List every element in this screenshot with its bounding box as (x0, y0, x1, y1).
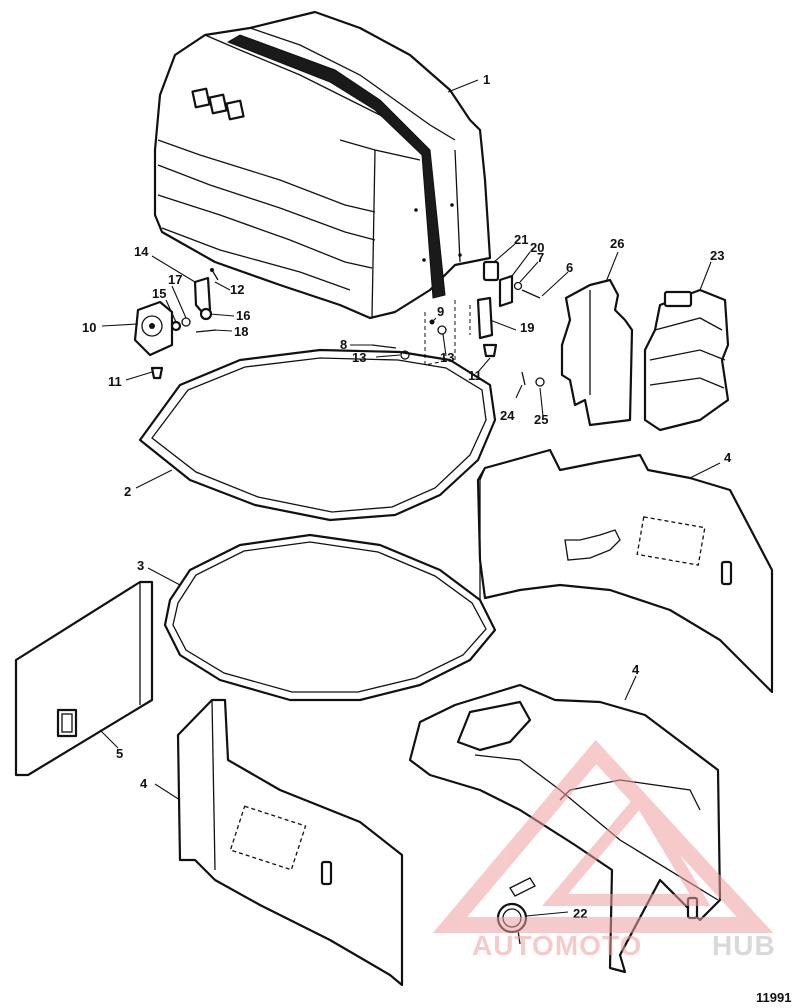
callout-4-lower-left: 4 (140, 776, 148, 791)
seal-part-2 (138, 348, 497, 522)
callout-13-left: 13 (352, 350, 366, 365)
latch-part-10 (133, 300, 174, 357)
sound-liner-part-4-lower-left (176, 698, 404, 987)
callout-19: 19 (520, 320, 534, 335)
sound-liner-part-4-upper (476, 448, 774, 694)
figure-number: 11991 (756, 990, 791, 1005)
callout-25: 25 (534, 412, 548, 427)
watermark-logo: AUTOMOTO HUB (432, 739, 776, 961)
callout-14: 14 (134, 244, 149, 259)
sound-liner-part-5 (14, 580, 154, 777)
watermark-triangle-icon (432, 739, 774, 933)
callout-4-upper: 4 (724, 450, 732, 465)
callout-20: 20 (530, 240, 544, 255)
seal-part-3 (163, 533, 497, 702)
callout-labels: 1 2 3 4 4 4 5 6 7 8 9 10 11 11 12 13 13 … (82, 72, 732, 921)
callout-26: 26 (610, 236, 624, 251)
callout-11-right: 11 (468, 368, 482, 383)
callout-6: 6 (566, 260, 573, 275)
watermark-text-automoto: AUTOMOTO (472, 930, 642, 961)
callout-7: 7 (537, 250, 544, 265)
callout-17: 17 (168, 272, 182, 287)
bracket-part-23 (643, 288, 730, 432)
callout-13-right: 13 (440, 350, 454, 365)
watermark-text-hub: HUB (712, 930, 776, 961)
callout-15: 15 (152, 286, 166, 301)
callout-18: 18 (234, 324, 248, 339)
watermark-inner-icon (542, 789, 711, 906)
callout-2: 2 (124, 484, 131, 499)
callout-12: 12 (230, 282, 244, 297)
callout-8: 8 (340, 337, 347, 352)
callout-3: 3 (137, 558, 144, 573)
plate-part-26 (560, 278, 634, 427)
callout-23: 23 (710, 248, 724, 263)
callout-24: 24 (500, 408, 515, 423)
callout-1: 1 (483, 72, 490, 87)
callout-9: 9 (437, 304, 444, 319)
callout-21: 21 (514, 232, 528, 247)
leader-lines (99, 79, 721, 917)
callout-4-lower-right: 4 (632, 662, 640, 677)
top-cowl-part-1 (153, 10, 492, 320)
callout-11-left: 11 (108, 374, 122, 389)
callout-5: 5 (116, 746, 123, 761)
callout-10: 10 (82, 320, 96, 335)
callout-16: 16 (236, 308, 250, 323)
